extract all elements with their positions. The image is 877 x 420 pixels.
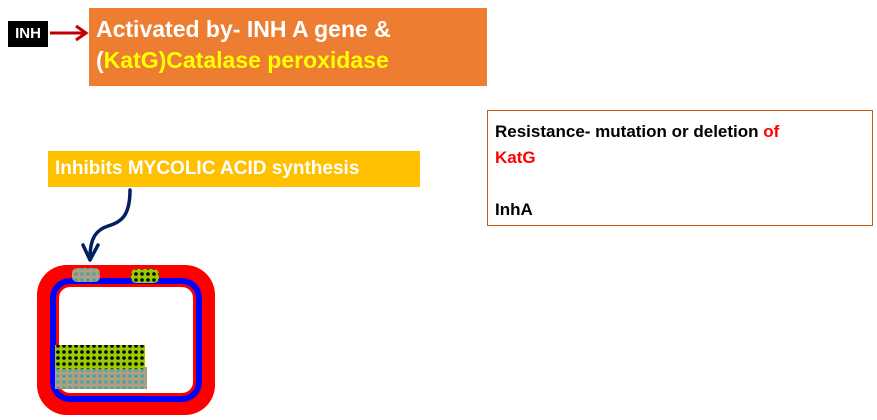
inhibition-label: Inhibits MYCOLIC ACID synthesis bbox=[48, 151, 420, 187]
resistance-inha: InhA bbox=[495, 200, 533, 219]
resistance-box: Resistance- mutation or deletion of KatG… bbox=[487, 110, 873, 226]
resistance-line-1: Resistance- mutation or deletion of bbox=[495, 119, 865, 145]
mycolic-block-upper bbox=[55, 345, 145, 369]
activation-line-2: (KatG)Catalase peroxidase bbox=[96, 45, 487, 76]
activation-line-1: Activated by- INH A gene & bbox=[96, 16, 391, 42]
resistance-text-red: of bbox=[763, 122, 780, 141]
bacterial-cell-diagram bbox=[37, 265, 215, 415]
resistance-text: Resistance- mutation or deletion bbox=[495, 122, 764, 141]
right-arrow-icon bbox=[50, 24, 89, 42]
mycolic-patch-1 bbox=[72, 268, 100, 282]
mycolic-patch-2 bbox=[131, 269, 159, 283]
inh-label: INH bbox=[8, 21, 48, 47]
activation-line-2-prefix: ( bbox=[96, 47, 104, 73]
activation-line-2-highlight: KatG)Catalase peroxidase bbox=[103, 47, 389, 73]
activation-box: Activated by- INH A gene & (KatG)Catalas… bbox=[89, 8, 487, 86]
resistance-katg: KatG bbox=[495, 148, 536, 167]
mycolic-block-lower bbox=[55, 367, 147, 389]
